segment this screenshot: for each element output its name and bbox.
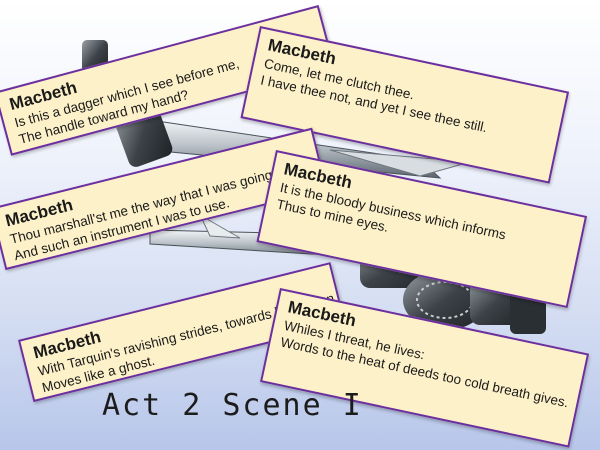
- slide-title: Act 2 Scene I: [102, 388, 363, 423]
